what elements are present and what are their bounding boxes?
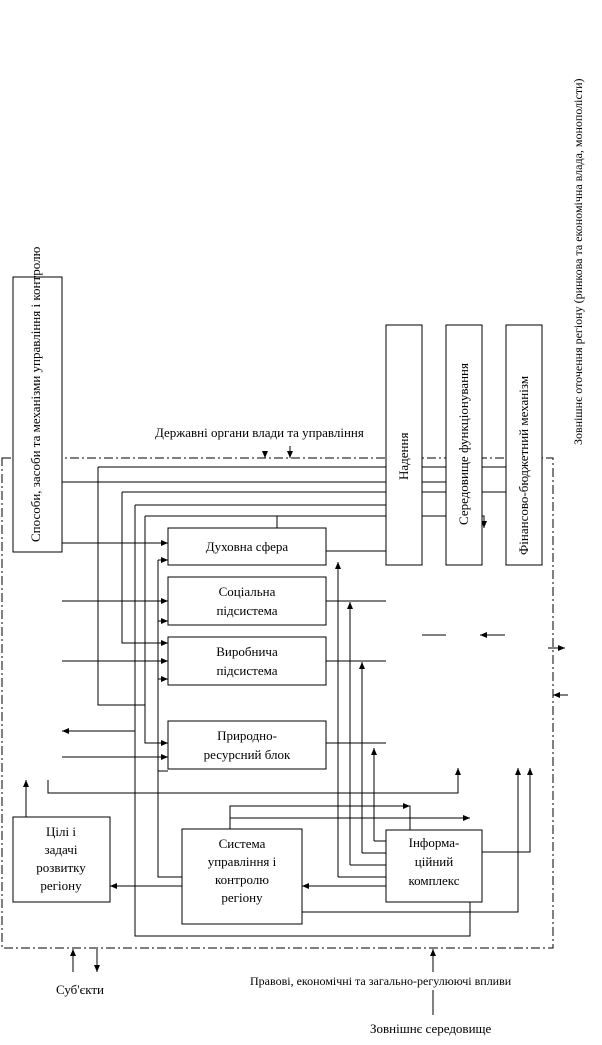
natural-label-2: ресурсний блок <box>204 747 291 762</box>
goals-label-2: задачі <box>45 842 78 857</box>
natural-label-1: Природно- <box>217 728 277 743</box>
influences-label: Правові, економічні та загально-регулююч… <box>250 974 512 988</box>
spiritual-label: Духовна сфера <box>206 539 289 554</box>
control-label-2: управління і <box>208 854 277 869</box>
production-label-1: Виробнича <box>216 644 278 659</box>
public-bodies-label: Державні органи влади та управління <box>155 425 364 440</box>
goals-label-1: Цілі і <box>46 824 76 839</box>
natural-box <box>167 720 327 770</box>
goals-label-3: розвитку <box>36 860 86 875</box>
methods-box-label: Способи, засоби та механізми управління … <box>28 246 43 542</box>
environment-label: Зовнішнє середовище <box>370 1021 492 1036</box>
external-label-1: Зовнішнє оточення регіону (ринкова та ек… <box>571 78 585 445</box>
info-label-2: ційний <box>415 854 453 869</box>
goals-label-4: регіону <box>40 878 82 893</box>
methods-box <box>12 276 63 553</box>
social-box <box>167 576 327 626</box>
finance-label: Фінансово-бюджетний механізм <box>516 376 531 555</box>
control-label-3: контролю <box>215 872 269 887</box>
social-label-2: підсистема <box>216 603 277 618</box>
info-label-1: Інформа- <box>409 835 460 850</box>
subjects-label: Суб'єкти <box>56 982 104 997</box>
production-label-2: підсистема <box>216 663 277 678</box>
control-label-4: регіону <box>221 890 263 905</box>
nadennya-label: Надення <box>396 433 411 480</box>
goals-box <box>12 816 111 903</box>
finance-box <box>505 324 543 566</box>
control-box <box>181 828 303 925</box>
environment-function-label: Середовище функціонування <box>456 363 471 525</box>
info-label-3: комплекс <box>408 873 459 888</box>
nadennya-box <box>385 324 423 566</box>
spiritual-box <box>167 527 327 566</box>
environment-function-box <box>445 324 483 566</box>
control-label-1: Система <box>219 836 266 851</box>
social-label-1: Соціальна <box>219 584 276 599</box>
region-boundary <box>1 457 554 949</box>
production-box <box>167 636 327 686</box>
info-complex-box <box>385 829 483 903</box>
